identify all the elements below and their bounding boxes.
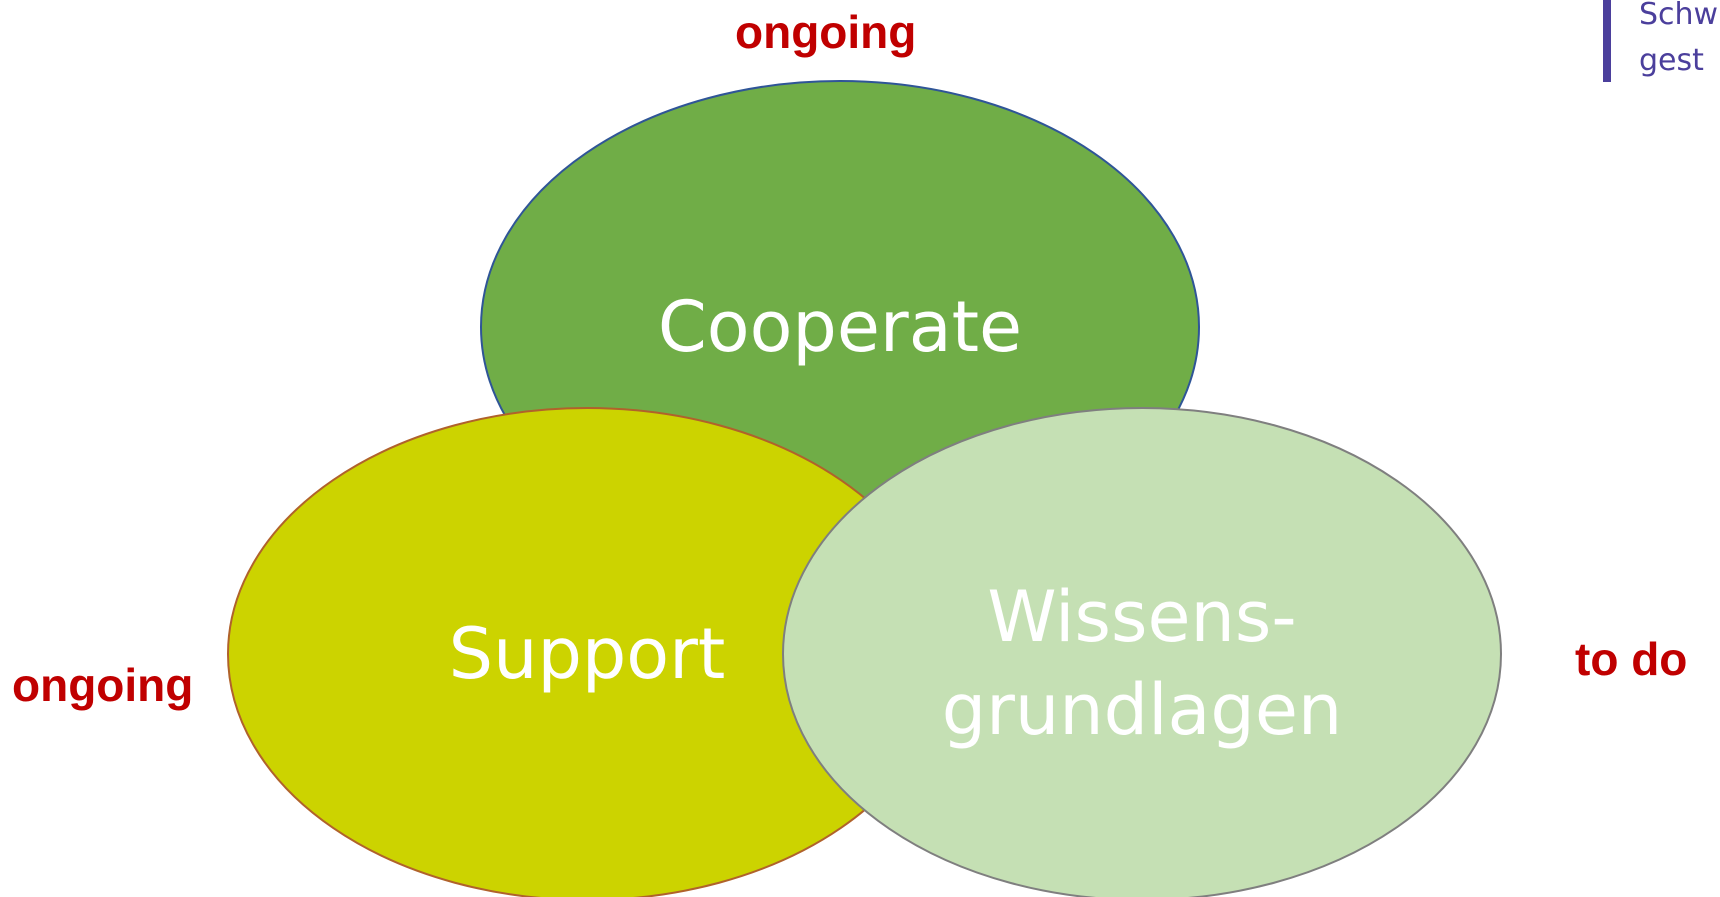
wissensgrundlagen-label-line-2: grundlagen xyxy=(942,669,1343,751)
logo-bar xyxy=(1603,0,1611,82)
wissensgrundlagen-label-line-1: Wissens- xyxy=(987,576,1296,658)
wissensgrundlagen-ellipse xyxy=(782,407,1502,897)
organization-logo: Schw gest xyxy=(1603,0,1720,84)
support-label-line-1: Support xyxy=(449,613,726,695)
cooperate-label-line-1: Cooperate xyxy=(658,286,1022,368)
logo-text-line-1: Schw xyxy=(1639,0,1719,32)
cooperate-status: ongoing xyxy=(735,6,917,58)
wissensgrundlagen-status: to do xyxy=(1575,633,1688,685)
logo-text-line-2: gest xyxy=(1639,43,1704,78)
support-status: ongoing xyxy=(12,659,194,711)
